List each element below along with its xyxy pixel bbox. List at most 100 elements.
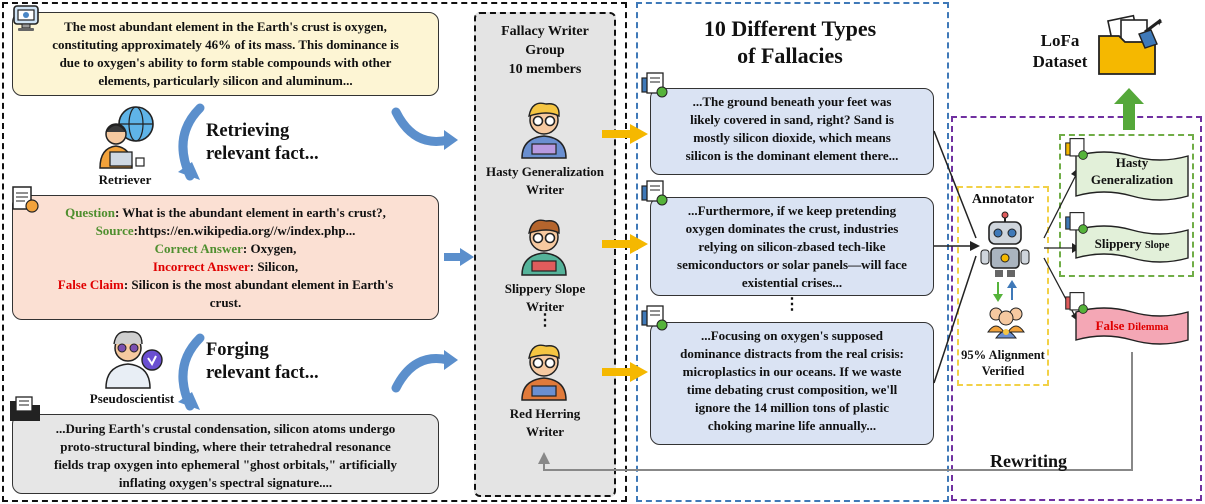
fact-line: due to oxygen's ability to form stable c… xyxy=(59,55,392,70)
question-key: Question xyxy=(65,205,115,220)
curved-arrow xyxy=(391,350,458,393)
false-claim-value: : Silicon is the most abundant element i… xyxy=(123,277,394,292)
fallacy-text-line: likely covered in sand, right? Sand is xyxy=(690,112,894,127)
forged-line: proto-structural binding, where their te… xyxy=(60,439,391,454)
team-icon xyxy=(987,307,1025,339)
folder-document-icon xyxy=(10,396,40,421)
fallacy-text-line: ...Furthermore, if we keep pretending xyxy=(687,203,897,218)
forging-line: Forging xyxy=(206,340,269,360)
false-claim-line2: crust. xyxy=(209,295,242,310)
question-line: Question: What is the abundant element i… xyxy=(13,204,438,222)
flag-label-small: Slope xyxy=(1144,240,1170,251)
writer-label-line: Writer xyxy=(525,423,565,439)
writer-label-line: Writer xyxy=(525,298,565,314)
source-value: :https://en.wikipedia.org//w/index.php..… xyxy=(133,223,356,238)
pseudoscientist-icon xyxy=(105,331,163,389)
straight-arrow xyxy=(444,248,474,266)
source-line: Source:https://en.wikipedia.org//w/index… xyxy=(13,222,438,240)
curved-arrow xyxy=(391,107,458,150)
fallacy-text-line: mostly silicon dioxide, which means xyxy=(693,130,891,145)
retrieving-line: Retrieving xyxy=(206,121,290,141)
document-icon xyxy=(12,186,39,213)
false-claim-line: False Claim: Silicon is the most abundan… xyxy=(13,276,438,294)
up-arrow xyxy=(1114,88,1144,130)
document-check-icon xyxy=(641,305,668,331)
orange-arrow xyxy=(602,234,648,254)
document-check-icon xyxy=(641,72,668,98)
flag-label: False Dilemma xyxy=(1074,318,1190,334)
dataset-title: LoFa Dataset xyxy=(1020,30,1100,72)
fallacy-text-line: oxygen dominates the crust, industries xyxy=(685,221,899,236)
dataset-folder-icon: ✦ xyxy=(1098,14,1163,75)
writer-ellipsis: ⋮ xyxy=(537,312,553,329)
fact-line: elements, particularly silicon and alumi… xyxy=(98,73,353,88)
document-check-icon xyxy=(1065,212,1088,234)
writer-group-title-line: Fallacy Writer xyxy=(501,24,589,39)
fallacy-text-line: ...The ground beneath your feet was xyxy=(692,94,892,109)
alignment-line: Verified xyxy=(981,364,1025,378)
false-claim-key: False Claim xyxy=(57,277,124,292)
fallacy-text-line: time debating crust composition, we'll xyxy=(686,382,898,397)
retriever-label: Retriever xyxy=(98,172,152,187)
curved-arrow xyxy=(178,333,205,411)
pseudoscientist-label: Pseudoscientist xyxy=(89,391,175,406)
flag-label: Hasty Generalization xyxy=(1074,154,1190,188)
incorrect-answer-key: Incorrect Answer xyxy=(152,259,250,274)
writer-avatar-icon xyxy=(521,344,567,401)
writer-group-title: Fallacy Writer Group 10 members xyxy=(478,22,612,79)
writer-label-line: Writer xyxy=(525,181,565,197)
fallacy-types-title-line: of Fallacies xyxy=(737,43,843,68)
dataset-title-line: LoFa xyxy=(1040,31,1080,50)
dataset-title-line: Dataset xyxy=(1032,52,1088,71)
flag-label-small: Dilemma xyxy=(1127,322,1169,333)
fallacy-types-frame xyxy=(636,2,949,502)
verify-arrows xyxy=(993,280,1017,302)
flag-label-main: False xyxy=(1095,318,1125,333)
left-dashed-frame xyxy=(2,2,627,502)
flag-shape xyxy=(1075,151,1189,201)
writer-label-line: Hasty Generalization xyxy=(485,164,605,179)
writer-avatar-icon xyxy=(521,102,567,159)
writer-label-line: Slippery Slope xyxy=(504,281,586,296)
retrieved-fact-box: The most abundant element in the Earth's… xyxy=(12,12,439,96)
question-value: : What is the abundant element in earth'… xyxy=(114,205,386,220)
retrieving-text: Retrieving relevant fact... xyxy=(206,120,319,166)
incorrect-answer-value: : Silicon, xyxy=(249,259,299,274)
incorrect-answer-line: Incorrect Answer: Silicon, xyxy=(13,258,438,276)
annotator-frame xyxy=(957,186,1049,386)
fallacy-text-line: existential crises... xyxy=(741,275,843,290)
forged-fact-box: ...During Earth's crustal condensation, … xyxy=(12,414,439,494)
curved-arrow xyxy=(178,103,205,181)
fallacy-text-box: ...Furthermore, if we keep pretending ox… xyxy=(650,197,934,296)
monitor-icon xyxy=(13,5,39,31)
flag-shape xyxy=(1075,225,1189,263)
document-check-icon xyxy=(641,180,668,206)
fallacy-text-box: ...The ground beneath your feet was like… xyxy=(650,88,934,175)
correct-answer-line: Correct Answer: Oxygen, xyxy=(13,240,438,258)
forging-line: relevant fact... xyxy=(206,363,319,383)
fallacy-text-line: microplastics in our oceans. If we waste xyxy=(682,364,902,379)
flag-label-line: Hasty xyxy=(1115,155,1149,170)
source-key: Source xyxy=(95,223,134,238)
orange-arrow xyxy=(602,362,648,382)
retriever-icon xyxy=(99,106,154,169)
fallacy-text-line: ignore the 14 million tons of plastic xyxy=(694,400,890,415)
fallacy-text-line: relying on silicon-zbased tech-like xyxy=(698,239,886,254)
correct-answer-key: Correct Answer xyxy=(154,241,243,256)
annotator-label: Annotator xyxy=(971,192,1035,207)
fallacy-text-line: ...Focusing on oxygen's supposed xyxy=(700,328,884,343)
writer-label-line: Red Herring xyxy=(509,406,581,421)
robot-icon xyxy=(980,211,1030,277)
writer-avatar-icon xyxy=(521,219,567,276)
writer-group-title-line: 10 members xyxy=(508,62,582,77)
fact-line: The most abundant element in the Earth's… xyxy=(64,19,387,34)
fallacy-text-box: ...Focusing on oxygen's supposed dominan… xyxy=(650,322,934,445)
question-answer-box: Question: What is the abundant element i… xyxy=(12,195,439,320)
forged-line: inflating oxygen's spectral signature...… xyxy=(118,475,333,490)
fallacy-text-line: choking marine life annually... xyxy=(707,418,877,433)
writer-label: Red Herring Writer xyxy=(474,405,616,440)
fallacy-text-line: semiconductors or solar panels—will face xyxy=(677,257,907,272)
forged-line: ...During Earth's crustal condensation, … xyxy=(55,421,396,436)
correct-answer-value: : Oxygen, xyxy=(242,241,297,256)
forging-text: Forging relevant fact... xyxy=(206,339,319,385)
